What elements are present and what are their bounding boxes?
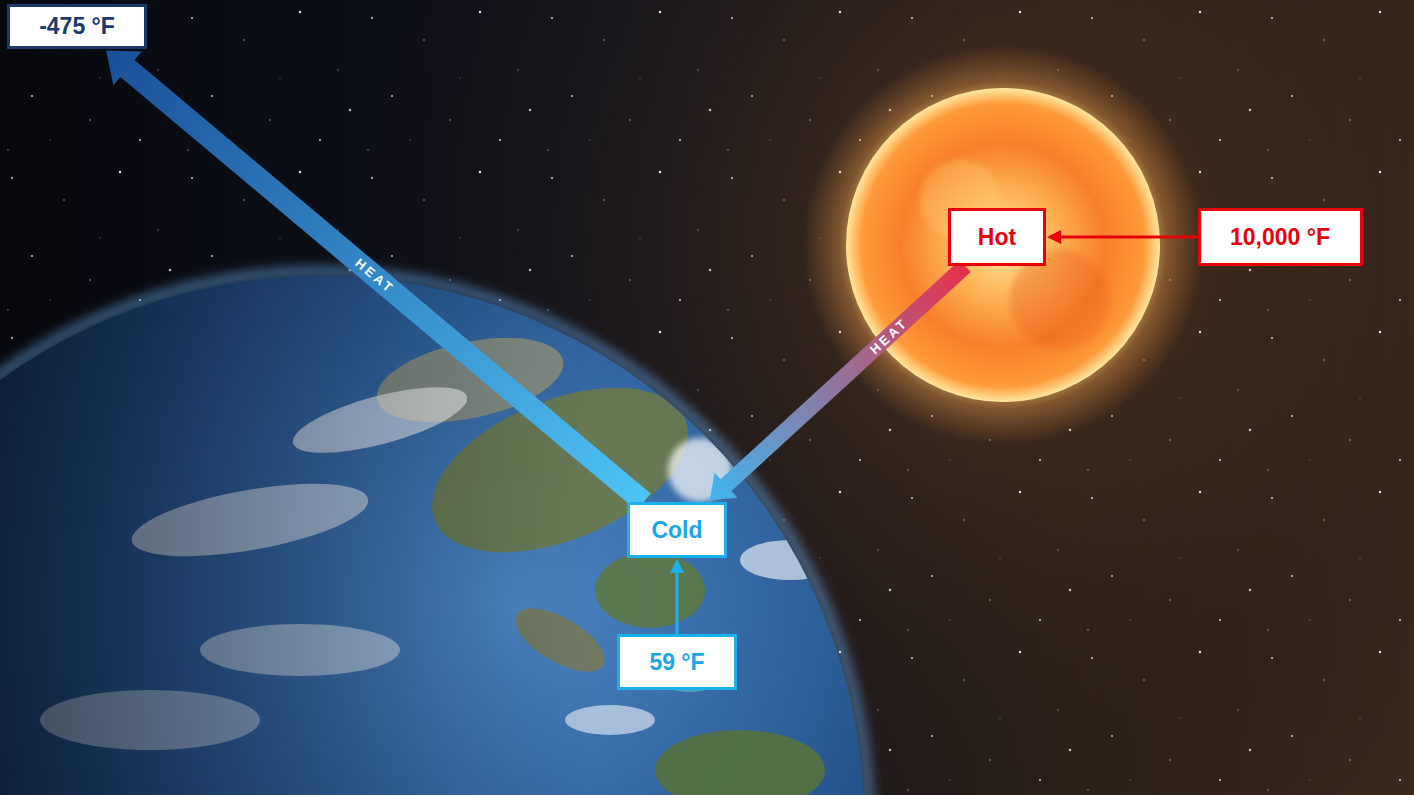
cold-box: Cold [627,502,727,558]
edge-label: HEAT [867,316,910,357]
pointer-arrow [1047,230,1198,244]
node-text: Hot [978,224,1016,250]
node-text: 10,000 °F [1230,224,1330,250]
edge-label: HEAT [353,256,397,296]
hot-box: Hot [948,208,1046,266]
temperature-box: -475 °F [7,4,147,49]
sun [846,88,1160,402]
temperature-box: 10,000 °F [1198,208,1363,266]
night-shade [0,270,870,795]
earth-surface [0,270,870,795]
node-text: -475 °F [39,13,115,39]
pointer-arrow [670,559,684,634]
node-text: Cold [651,517,702,543]
sun-glow [803,45,1203,445]
temperature-box: 59 °F [617,634,737,690]
heat-arrow [710,260,971,500]
heat-arrow [106,50,651,510]
node-text: 59 °F [649,649,704,675]
